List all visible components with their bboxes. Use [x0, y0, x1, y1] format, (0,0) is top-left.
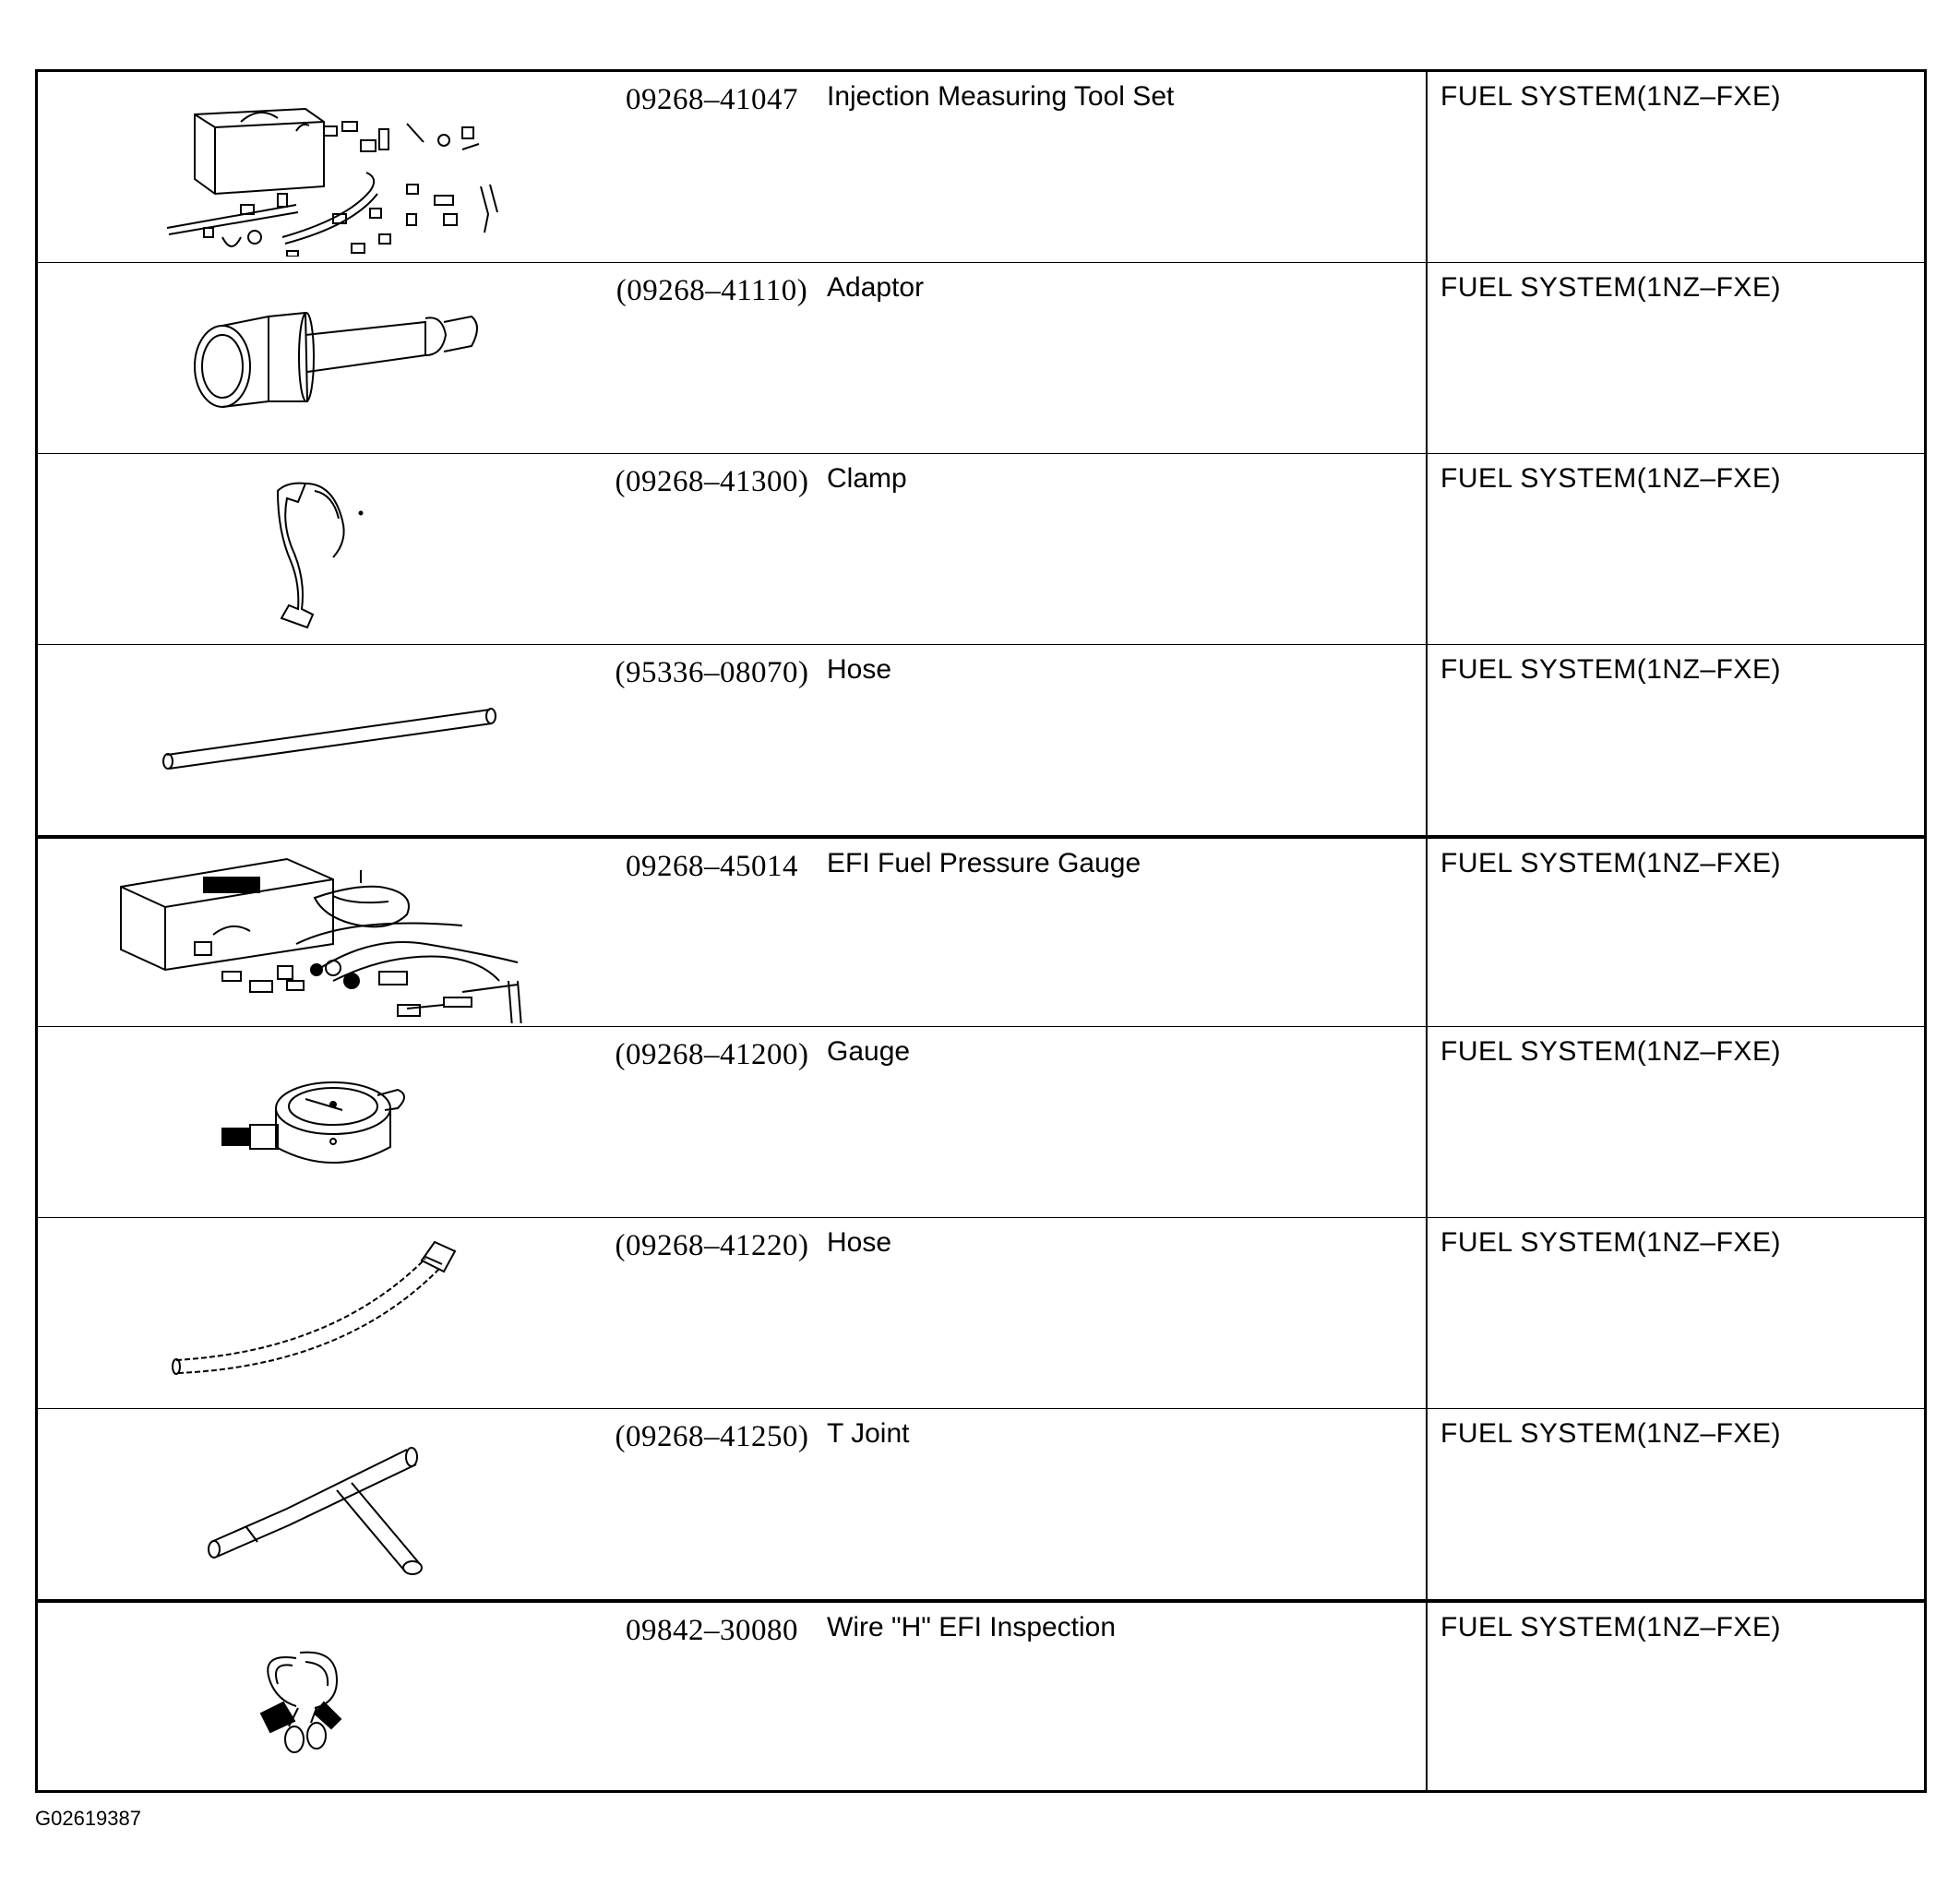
section-reference: FUEL SYSTEM(1NZ–FXE) [1440, 1418, 1781, 1449]
column-divider [1426, 263, 1428, 453]
part-number: 09268–41047 [626, 83, 798, 116]
fuel-pressure-gauge-kit-icon [56, 842, 573, 1023]
column-divider [1426, 1603, 1428, 1790]
tool-name: Hose [827, 654, 892, 685]
section-reference: FUEL SYSTEM(1NZ–FXE) [1440, 1612, 1781, 1642]
curved-hose-icon [56, 1222, 573, 1403]
tool-name: Injection Measuring Tool Set [827, 81, 1175, 112]
part-number: (09268–41220) [615, 1229, 809, 1262]
section-reference: FUEL SYSTEM(1NZ–FXE) [1440, 463, 1781, 494]
injection-measuring-tool-set-icon [56, 76, 573, 257]
tool-row: (09268–41220) Hose FUEL SYSTEM(1NZ–FXE) [38, 1218, 1924, 1409]
column-divider [1426, 1218, 1428, 1408]
inspection-wire-icon [56, 1606, 573, 1787]
column-divider [1426, 454, 1428, 644]
tool-row: (09268–41200) Gauge FUEL SYSTEM(1NZ–FXE) [38, 1027, 1924, 1218]
tool-row: (95336–08070) Hose FUEL SYSTEM(1NZ–FXE) [38, 645, 1924, 836]
tool-name: T Joint [827, 1418, 910, 1449]
tool-name: Adaptor [827, 272, 925, 303]
tool-name: Wire "H" EFI Inspection [827, 1612, 1117, 1642]
part-number: (09268–41200) [615, 1038, 809, 1071]
tool-name: Gauge [827, 1036, 911, 1067]
tool-row: (09268–41250) T Joint FUEL SYSTEM(1NZ–FX… [38, 1409, 1924, 1600]
tool-row: 09268–41047 Injection Measuring Tool Set… [38, 72, 1924, 263]
column-divider [1426, 72, 1428, 262]
part-number: (09268–41300) [615, 465, 809, 498]
part-number: 09268–45014 [626, 850, 798, 883]
special-service-tools-table: 09268–41047 Injection Measuring Tool Set… [35, 69, 1927, 1793]
column-divider [1426, 645, 1428, 835]
clamp-icon [56, 458, 573, 639]
tool-row: 09842–30080 Wire "H" EFI Inspection FUEL… [38, 1600, 1924, 1790]
t-joint-icon [56, 1413, 573, 1594]
section-reference: FUEL SYSTEM(1NZ–FXE) [1440, 1227, 1781, 1258]
tool-row: (09268–41300) Clamp FUEL SYSTEM(1NZ–FXE) [38, 454, 1924, 645]
column-divider [1426, 839, 1428, 1026]
adaptor-icon [56, 267, 573, 448]
gauge-icon [56, 1031, 573, 1212]
part-number: (09268–41110) [615, 274, 808, 307]
section-reference: FUEL SYSTEM(1NZ–FXE) [1440, 654, 1781, 685]
part-number: (09268–41250) [615, 1420, 809, 1453]
tool-name: EFI Fuel Pressure Gauge [827, 848, 1141, 878]
part-number: (95336–08070) [615, 656, 809, 689]
section-reference: FUEL SYSTEM(1NZ–FXE) [1440, 1036, 1781, 1067]
section-reference: FUEL SYSTEM(1NZ–FXE) [1440, 848, 1781, 878]
part-number: 09842–30080 [626, 1614, 798, 1647]
column-divider [1426, 1409, 1428, 1599]
tool-row: (09268–41110) Adaptor FUEL SYSTEM(1NZ–FX… [38, 263, 1924, 454]
straight-hose-icon [56, 649, 573, 830]
figure-code: G02619387 [35, 1807, 141, 1830]
column-divider [1426, 1027, 1428, 1217]
tool-row: 09268–45014 EFI Fuel Pressure Gauge FUEL… [38, 836, 1924, 1027]
tool-name: Hose [827, 1227, 892, 1258]
tool-name: Clamp [827, 463, 907, 494]
section-reference: FUEL SYSTEM(1NZ–FXE) [1440, 81, 1781, 112]
section-reference: FUEL SYSTEM(1NZ–FXE) [1440, 272, 1781, 303]
